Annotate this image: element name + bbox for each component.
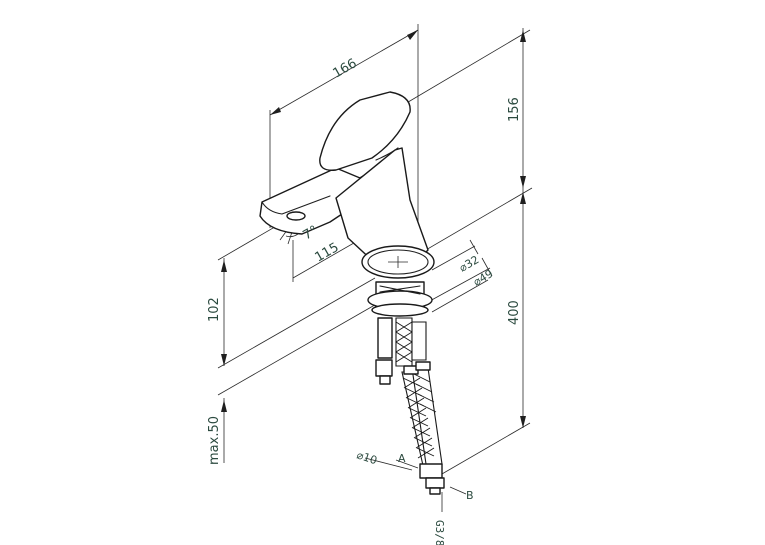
dimension-labels: 166 156 115 7° ⌀32 ⌀49 102 400 max.50 ⌀1… (207, 56, 522, 545)
dim-156: 156 (507, 97, 522, 122)
faucet-body (259, 91, 435, 279)
dim-166: 166 (331, 56, 360, 81)
label-b: B (466, 489, 474, 502)
dim-115: 115 (313, 240, 342, 265)
dim-angle-7: 7° (301, 223, 321, 243)
label-a: A (398, 452, 406, 465)
dim-max-50: max.50 (207, 416, 222, 465)
mounting-assembly (367, 281, 433, 385)
dim-dia-32: ⌀32 (457, 253, 481, 275)
dim-dia-49: ⌀49 (471, 267, 495, 289)
label-thread: G3/8 (433, 520, 446, 545)
dim-102: 102 (207, 297, 222, 322)
dim-dia-10: ⌀10 (355, 448, 379, 467)
braided-hoses (395, 317, 445, 495)
dim-400: 400 (507, 300, 522, 325)
